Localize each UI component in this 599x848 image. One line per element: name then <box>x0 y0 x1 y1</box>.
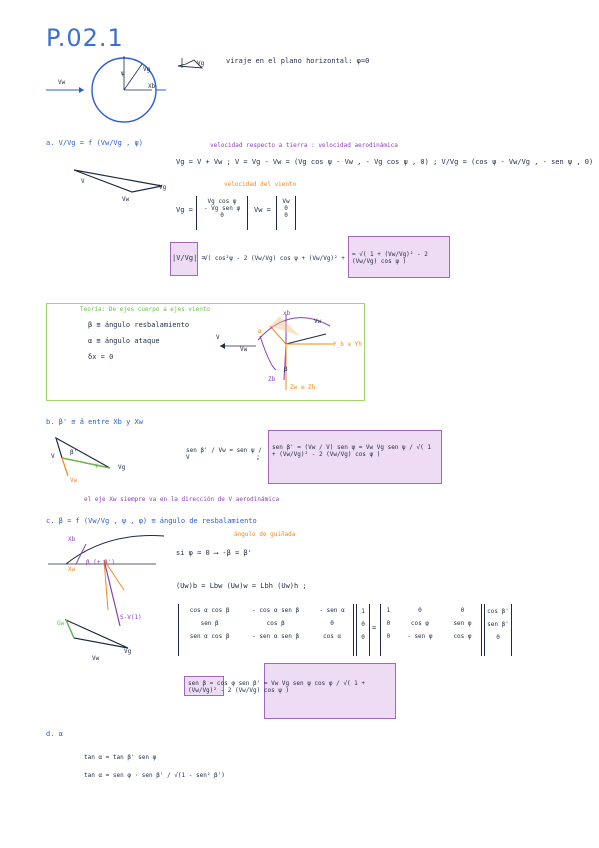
sec-b-tri-psi: ψ <box>95 462 99 469</box>
sec-a-triangle <box>73 169 163 193</box>
top-psi-label: ψ <box>121 70 125 77</box>
sec-c-gw: Gw <box>57 620 65 627</box>
sec-b-tri-v: V <box>51 453 55 460</box>
top-xb-label: Xb <box>148 83 156 90</box>
sec-d-header: d. α <box>46 730 63 738</box>
theory-vw-left-label: Vw <box>240 346 248 353</box>
sec-a-result-rhs-box <box>348 236 450 278</box>
sec-b-tri-vw: Vw <box>70 477 78 484</box>
theory-zw-label: Zw ≡ Zh <box>290 384 316 391</box>
sec-a-result-lhs: |V/Vg| = <box>172 254 206 262</box>
sec-b-result: sen β' = (Vw / V) sen ψ = Vw Vg sen ψ / … <box>272 444 431 458</box>
sec-a-eq1: Vg = V + Vw ; V = Vg - Vw = (Vg cos ψ - … <box>176 158 594 166</box>
sec-c-bs: β (+ β') <box>86 559 115 566</box>
sec-b-note: el eje Xw siempre va en la dirección de … <box>84 496 280 503</box>
plane-sketch-icon <box>177 58 204 69</box>
page-title: P.02.1 <box>46 24 124 52</box>
sec-c-transform: (Uw)b = Lbw (Uw)w = Lbh (Uw)h ; <box>176 582 307 590</box>
sec-c-result-left-box <box>184 676 224 696</box>
sec-c-diagram <box>48 535 165 649</box>
sec-d-eq1: tan α = tan β' sen φ <box>84 754 157 761</box>
sec-a-result-mid: √( cos²ψ - 2 (Vw/Vg) cos ψ + (Vw/Vg)² + … <box>204 255 374 262</box>
theory-line-1: β ≡ ángulo resbalamiento <box>88 321 190 329</box>
theory-vw-label: Vw <box>314 318 322 325</box>
sec-a-tri-vw: Vw <box>122 196 130 203</box>
sec-a-tri-v: V <box>81 178 85 185</box>
vw-vector: Vw 0 0 <box>276 196 296 230</box>
sec-c-xb: Xb <box>68 536 76 543</box>
sec-c-si: si φ = 0 ⟶ -β = β' <box>176 549 252 557</box>
sec-b-tri-vg: Vg <box>118 464 126 471</box>
sec-c-result: sen β = cos φ sen β' = Vw Vg sen ψ cos φ… <box>188 680 366 694</box>
theory-frame <box>46 303 365 401</box>
sec-b-result-box <box>268 430 442 484</box>
sec-a-tri-vg: Vg <box>159 184 167 191</box>
sec-a-header: a. V/Vg = f (Vw/Vg , ψ) <box>46 139 143 147</box>
vector-1: 1 0 0 <box>356 604 370 656</box>
sec-a-result-lhs-box <box>170 242 198 276</box>
sec-a-result-rhs: = √( 1 + (Vw/Vg)² - 2 (Vw/Vg) cos ψ ) <box>352 251 428 265</box>
sec-d-eq2: tan α = sen φ · sen β' / √(1 - sen² β') <box>84 772 225 779</box>
theory-xb-label: xb <box>283 310 291 317</box>
aero-note: velocidad respecto a tierra : velocidad … <box>210 142 398 149</box>
theory-header: Teoría: De ejes cuerpo a ejes viento <box>80 306 211 313</box>
sec-c-xw: Xw <box>68 566 76 573</box>
sec-c-result-right-box <box>264 663 396 719</box>
sec-b-header: b. β' ≡ â entre Xb y Xw <box>46 418 143 426</box>
sec-b-semicolon: ; <box>256 453 261 461</box>
top-circle-diagram <box>46 56 166 123</box>
sec-c-header: c. β = f (Vw/Vg , ψ , φ) ≡ ángulo de res… <box>46 517 257 525</box>
theory-beta-label: β <box>284 366 288 373</box>
theory-alpha-label: α <box>258 328 262 335</box>
theory-line-2: α ≡ ángulo ataque <box>88 337 160 345</box>
top-vw-label: Vw <box>58 79 66 86</box>
vector-2: cos β' sen β' 0 <box>484 604 512 656</box>
sec-c-rs: S-V(1) <box>120 614 142 621</box>
wind-note: velocidad del viento <box>224 181 297 188</box>
plane-vg-label: Vg <box>197 60 205 67</box>
sec-b-triangle <box>55 436 111 477</box>
yaw-note: ángulo de guiñada <box>234 531 296 538</box>
theory-v-label: V <box>216 334 220 341</box>
sec-b-frac: sen β' / Vw = sen ψ / V <box>186 447 262 461</box>
sec-c-vg: Vg <box>124 648 132 655</box>
sec-b-tri-beta: β' <box>70 449 78 456</box>
vw-eq-label: Vw = <box>254 206 271 214</box>
theory-line-3: δx = 0 <box>88 353 114 361</box>
theory-zb-label: Zb <box>268 376 276 383</box>
top-vg-label: Vg <box>143 66 151 73</box>
eq-sign: = <box>372 624 377 632</box>
theory-axes-diagram <box>220 314 334 390</box>
plane-note: viraje en el plano horizontal: φ=0 <box>226 57 370 65</box>
vg-vector: Vg cos ψ - Vg sen ψ 0 <box>196 196 248 230</box>
vg-eq-label: Vg = <box>176 206 193 214</box>
sec-c-vw: Vw <box>92 655 100 662</box>
theory-y-label: Y_b ≡ Yh <box>333 341 362 348</box>
